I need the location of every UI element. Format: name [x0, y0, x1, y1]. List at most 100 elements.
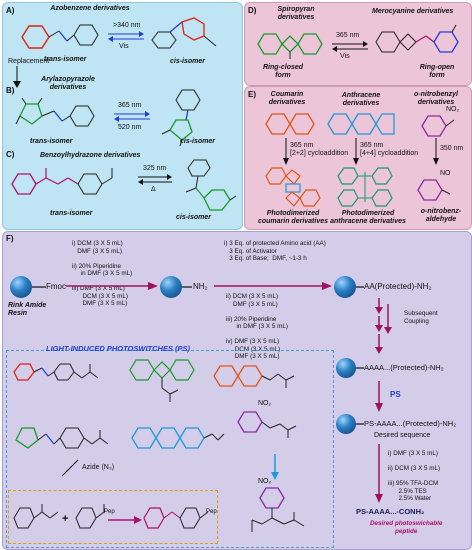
- panel-c-trans-label: trans-isomer: [50, 210, 93, 217]
- resin-linker-4: [356, 367, 364, 369]
- resin-bead-5: [336, 414, 356, 434]
- panel-b-trans-label: trans-isomer: [30, 138, 73, 145]
- panel-b-cond-top: 365 nm: [118, 102, 142, 109]
- nitrobenzaldehyde-label: o-nitrobenz-aldehyde: [420, 208, 462, 223]
- cleavage-arrow: [375, 444, 383, 503]
- panel-c-tag: C): [6, 150, 15, 159]
- panel-e-reaction-arrows: [283, 138, 439, 165]
- step-2-arrow: [214, 282, 332, 290]
- photodimerized-coumarin-label: Photodimerized coumarin derivatives: [257, 210, 329, 225]
- panel-c-cond-top: 325 nm: [143, 165, 167, 172]
- ps-aaaa-protected-label: PS-AAAA...(Protected)-NH₂: [364, 419, 457, 428]
- photoswitch-library-title: LIGHT-INDUCED PHOTOSWITCHES (PS): [46, 344, 191, 353]
- panel-c-cond-bottom: Δ: [151, 186, 156, 193]
- panel-c-equilibrium-arrow: [138, 174, 172, 185]
- panel-a-equilibrium-arrow: [108, 31, 144, 42]
- ps-nitrobenzyl-amino-acid: [237, 411, 297, 438]
- resin-bead-2: [160, 276, 182, 298]
- coumarin-label: Coumarin derivatives: [268, 91, 306, 106]
- panel-d-title-left: Spiropyran derivatives: [277, 6, 315, 21]
- resin-linker-2: [182, 286, 192, 288]
- anthracene-structure: [327, 113, 395, 135]
- panel-e-tag: E): [248, 90, 256, 99]
- aaaa-protected-label: AAAA...(Protected)-NH₂: [364, 363, 444, 372]
- photodimerized-anthracene-structure: [337, 167, 393, 207]
- desired-photoswitchable-peptide-label: Desired photoswichable peptide: [370, 520, 443, 535]
- nitrobenzyl-no2: NO₂: [446, 106, 460, 113]
- nitrobenzyl-cond: 350 nm: [440, 145, 464, 152]
- final-peptide-label: PS-AAAA...-CONH₂: [356, 507, 425, 516]
- replacement-label: Replacement: [8, 58, 50, 65]
- azide-label: Azide (N₃): [82, 464, 115, 471]
- panel-a-cond-bottom: Vis: [119, 43, 129, 50]
- coupling-conditions: i) 3 Eq. of protected Amino acid (AA) 3 …: [224, 240, 326, 262]
- nitrobenzaldehyde-no: NO: [440, 170, 451, 177]
- deprotection-conditions: i) DCM (3 X 5 mL) DMF (3 X 5 mL) ii) 20%…: [72, 240, 133, 307]
- ps-step-label: PS: [390, 390, 401, 399]
- panel-f-tag: F): [6, 234, 14, 243]
- resin-label: Rink Amide Resin: [8, 302, 47, 317]
- arylazopyrazole-trans-structure: [15, 97, 95, 127]
- spiropyran-structure: [257, 33, 323, 59]
- panel-d-tag: D): [248, 6, 257, 15]
- cleavage-conditions: i) DMF (3 X 5 mL) ii) DCM (3 X 5 mL) iii…: [388, 450, 441, 502]
- ps-nitrobenzyl-fmoc-structure: [251, 487, 305, 532]
- panel-b-title: Arylazopyrazole derivatives: [41, 76, 95, 91]
- subsequent-coupling-arrows: [375, 298, 392, 354]
- wash-deprotection-conditions: ii) DCM (3 X 5 mL) DMF (3 X 5 mL) iii) 2…: [226, 293, 288, 360]
- separator-slash: [61, 459, 79, 477]
- azobenzene-cis-structure: [151, 17, 217, 49]
- ps-nitrobenzyl-no2: NO₂: [258, 400, 272, 407]
- nitrobenzyl-structure: [421, 115, 455, 137]
- pep-label-product: Pep: [206, 509, 217, 515]
- hydrazone-reaction-box: [8, 490, 218, 544]
- benzoylhydrazone-cis-structure: [185, 159, 237, 211]
- panel-b-equilibrium-arrow: [114, 111, 150, 122]
- benzoylhydrazone-trans-structure: [11, 168, 113, 195]
- coumarin-cond-2: [2+2] cycloaddition: [290, 150, 349, 157]
- arylazopyrazole-cis-structure: [161, 89, 201, 147]
- panel-d-cond-top: 365 nm: [336, 32, 360, 39]
- coumarin-structure: [265, 113, 315, 135]
- panel-a-cond-top: >340 nm: [113, 22, 141, 29]
- svg-text:+: +: [62, 513, 68, 525]
- hydrazone-reaction-scheme: +: [13, 504, 209, 529]
- ps-arylazopyrazole-acid: [15, 427, 109, 449]
- library-blue-arrow: [271, 454, 279, 480]
- resin-linker-5: [356, 423, 364, 425]
- panel-b-cis-label: cis-isomer: [180, 138, 216, 145]
- resin-bead-1: [10, 276, 32, 298]
- panel-d-cond-bottom: Vis: [340, 53, 350, 60]
- desired-sequence-label: Desired sequence: [374, 432, 431, 439]
- panel-c-cis-label: cis-isomer: [176, 214, 212, 221]
- coumarin-cond-1: 365 nm: [290, 142, 314, 149]
- panel-f-background: [2, 231, 472, 550]
- photodimerized-anthracene-label: Photodimerized anthracene derivatives: [330, 210, 406, 225]
- resin-linker-3: [356, 286, 364, 288]
- photoswitch-library-box: [6, 350, 334, 548]
- panel-b-cond-bottom: 520 nm: [118, 124, 142, 131]
- panel-a-title: Azobenzene derivatives: [50, 5, 130, 12]
- replacement-arrow: [13, 66, 21, 88]
- anthracene-cond-2: [4+4] cycloaddition: [360, 150, 419, 157]
- resin-linker-1: [32, 286, 46, 288]
- ps-attach-arrow: [375, 381, 383, 412]
- subsequent-coupling-label: Subsequent Coupling: [404, 310, 438, 325]
- ps-nitrobenzyl-no2-bottom: NO₂: [258, 478, 272, 485]
- nitrobenzyl-label: o-nitrobenzyl derivatives: [414, 91, 458, 106]
- panel-c-title: Benzoylhydrazone derivatives: [40, 152, 141, 159]
- panel-a-cis-label: cis-isomer: [170, 58, 206, 65]
- anthracene-cond-1: 365 nm: [360, 142, 384, 149]
- aa-protected-label: AA(Protected)-NH₂: [364, 282, 432, 291]
- resin-bead-4: [336, 358, 356, 378]
- photodimerized-coumarin-structure: [265, 167, 321, 207]
- anthracene-label: Anthracene derivatives: [341, 92, 381, 107]
- step-1-arrow: [66, 282, 158, 290]
- panel-b-tag: B): [6, 86, 15, 95]
- nitrobenzaldehyde-structure: [417, 179, 451, 201]
- ps-coumarin-acid: [213, 365, 295, 388]
- panel-a-trans-label: trans-isomer: [44, 56, 87, 63]
- ps-spiropyran-acid: [129, 359, 195, 402]
- merocyanine-structure: [375, 24, 459, 53]
- panel-d-closed-label: Ring-closed form: [262, 64, 304, 79]
